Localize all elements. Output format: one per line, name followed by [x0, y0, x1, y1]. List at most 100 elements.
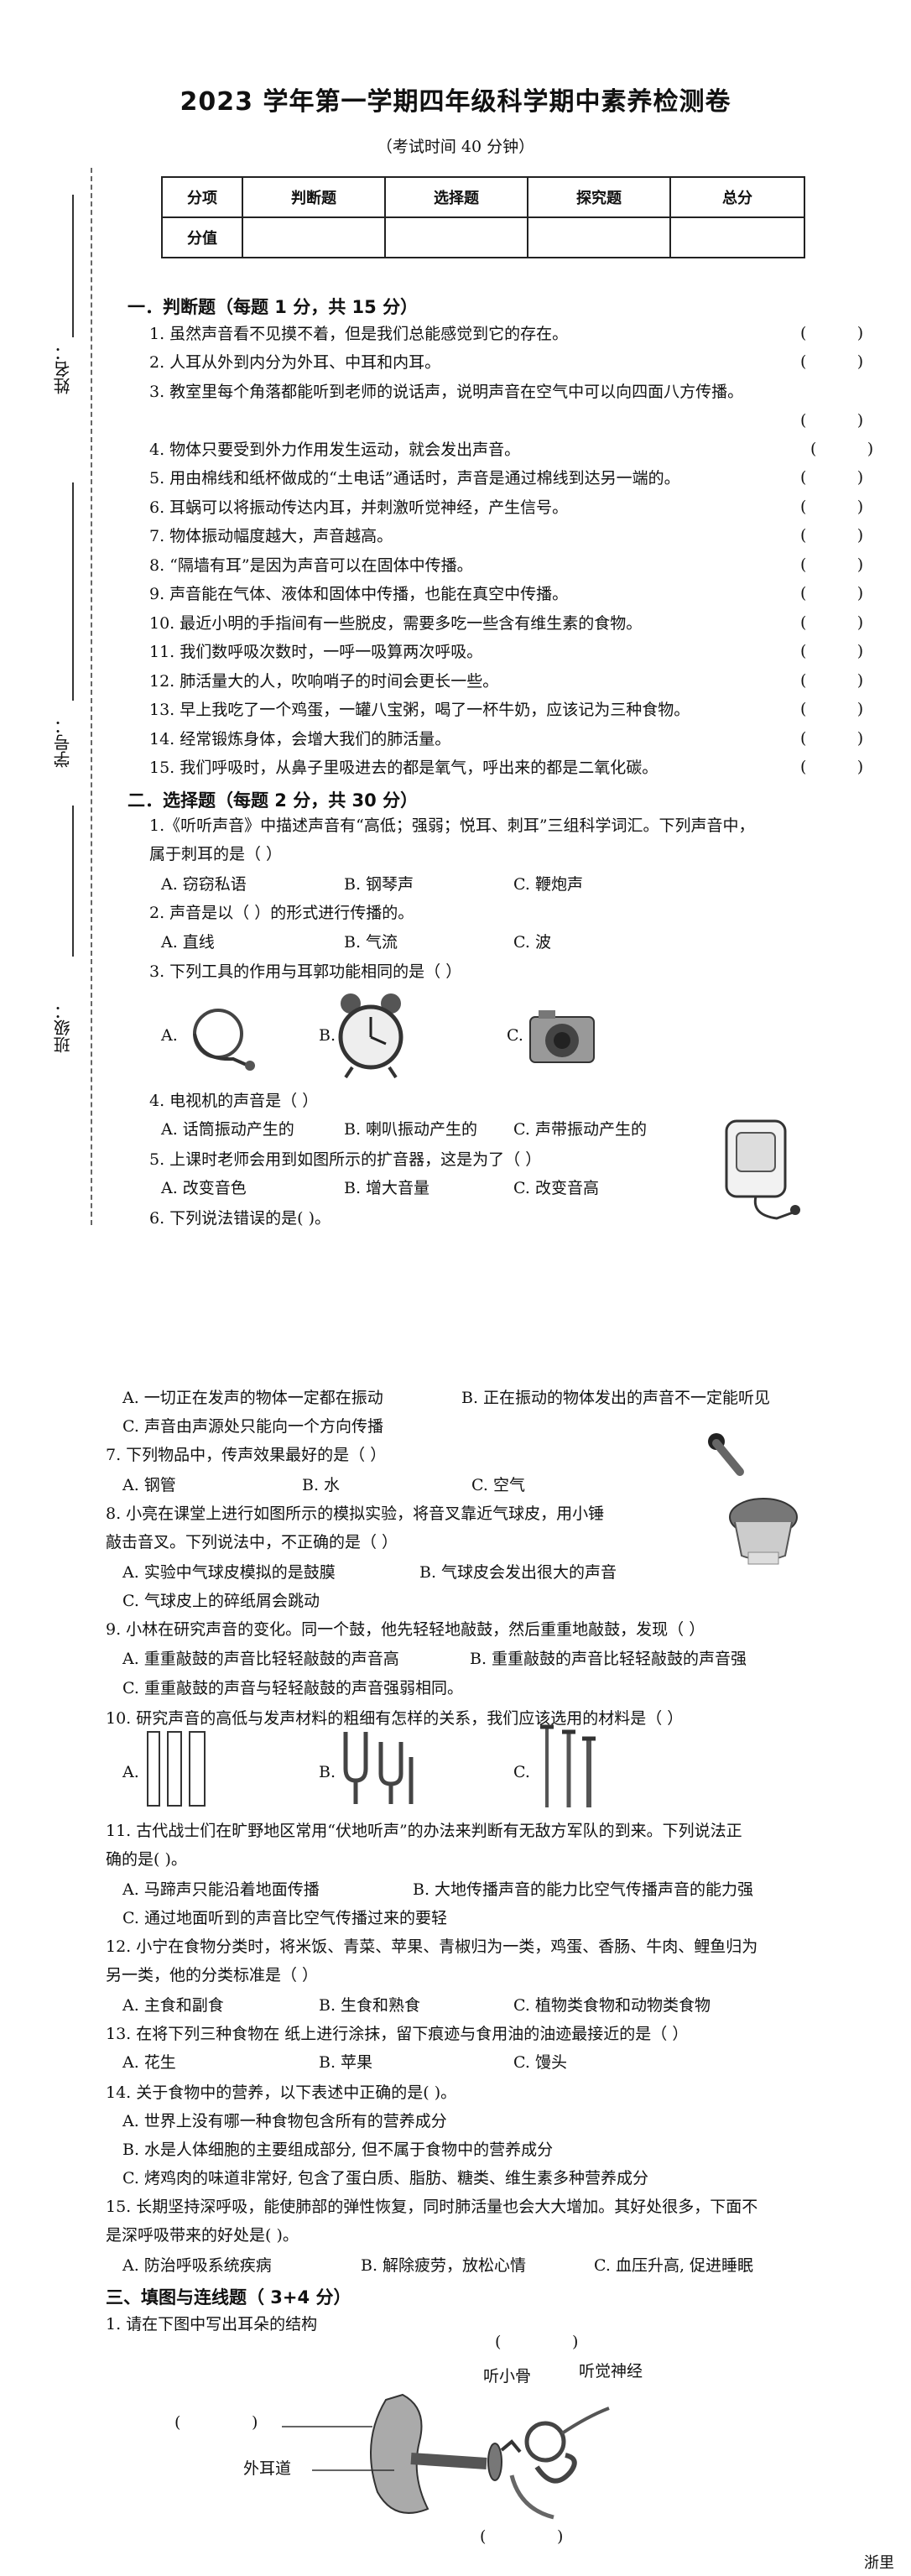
- score-value-cell[interactable]: [527, 216, 671, 258]
- option-c[interactable]: C. 声带振动产生的: [513, 1120, 647, 1139]
- answer-blank[interactable]: ( ): [800, 498, 864, 516]
- ear-label-blank[interactable]: ( ): [495, 2333, 579, 2351]
- option-c[interactable]: C. 血压升高, 促进睡眠: [594, 2256, 754, 2275]
- option-b[interactable]: B. 水是人体细胞的主要组成部分, 但不属于食物中的营养成分: [122, 2141, 554, 2159]
- answer-blank[interactable]: ( ): [800, 729, 864, 748]
- option-b[interactable]: B. 正在振动的物体发出的声音不一定能听见: [461, 1389, 771, 1407]
- option-a[interactable]: A.: [122, 1763, 139, 1781]
- answer-blank[interactable]: ( ): [800, 642, 864, 660]
- question-3: 3. 下列工具的作用与耳郭功能相同的是（ ）: [149, 962, 462, 981]
- name-write-line[interactable]: [72, 195, 74, 337]
- answer-blank[interactable]: ( ): [800, 555, 864, 574]
- answer-blank[interactable]: ( ): [810, 440, 874, 458]
- score-table: 分项 判断题 选择题 探究题 总分 分值: [161, 176, 805, 258]
- option-a[interactable]: A. 世界上没有哪一种食物包含所有的营养成分: [122, 2112, 447, 2130]
- option-a[interactable]: A. 钢管: [122, 1476, 176, 1494]
- option-b[interactable]: B. 水: [302, 1476, 341, 1494]
- question-15: 15. 长期坚持深呼吸，能使肺部的弹性恢复，同时肺活量也会大大增加。其好处很多，…: [106, 2198, 758, 2216]
- student-no-write-line[interactable]: [72, 482, 74, 701]
- student-no-label: 学号：: [53, 717, 73, 768]
- answer-blank[interactable]: ( ): [800, 411, 864, 430]
- name-label: 姓名：: [53, 344, 73, 394]
- option-b[interactable]: B. 大地传播声音的能力比空气传播声音的能力强: [413, 1880, 754, 1899]
- loudspeaker-amplifier-icon: [725, 1119, 800, 1220]
- answer-blank[interactable]: ( ): [800, 324, 864, 342]
- option-b[interactable]: B. 苹果: [319, 2053, 373, 2072]
- option-c[interactable]: C. 改变音高: [513, 1179, 599, 1197]
- balloon-drum-experiment-icon: [729, 1498, 798, 1565]
- option-c[interactable]: C. 重重敲鼓的声音与轻轻敲鼓的声音强弱相同。: [122, 1679, 463, 1697]
- option-b[interactable]: B. 喇叭振动产生的: [344, 1120, 478, 1139]
- option-b[interactable]: B. 钢琴声: [344, 875, 414, 894]
- option-c[interactable]: C. 馒头: [513, 2053, 567, 2072]
- option-a[interactable]: A. 窃窃私语: [161, 875, 247, 894]
- answer-blank[interactable]: ( ): [800, 758, 864, 776]
- ear-label-blank[interactable]: ( ): [480, 2527, 564, 2546]
- judge-item-13: 13. 早上我吃了一个鸡蛋，一罐八宝粥，喝了一杯牛奶，应该记为三种食物。: [149, 701, 690, 719]
- answer-blank[interactable]: ( ): [800, 584, 864, 602]
- section1-heading: 一．判断题（每题 1 分，共 15 分）: [128, 297, 419, 317]
- question-6: 6. 下列说法错误的是( )。: [149, 1209, 331, 1228]
- score-table-header-row: 分项 判断题 选择题 探究题 总分: [161, 176, 805, 218]
- answer-blank[interactable]: ( ): [800, 526, 864, 545]
- answer-blank[interactable]: ( ): [800, 352, 864, 371]
- class-write-line[interactable]: [72, 806, 74, 957]
- question-4: 4. 电视机的声音是（ ）: [149, 1092, 319, 1110]
- option-c[interactable]: C. 通过地面听到的声音比空气传播过来的要轻: [122, 1909, 447, 1927]
- option-a[interactable]: A.: [161, 1026, 178, 1045]
- option-a[interactable]: A. 花生: [122, 2053, 176, 2072]
- question-9: 9. 小林在研究声音的变化。同一个鼓，他先轻轻地敲鼓，然后重重地敲鼓，发现（ ）: [106, 1620, 705, 1639]
- tubes-of-different-width-icon: [147, 1731, 206, 1807]
- option-b[interactable]: B. 解除疲劳，放松心情: [361, 2256, 527, 2275]
- question-8-cont: 敲击音叉。下列说法中，不正确的是（ ）: [106, 1533, 398, 1551]
- option-c[interactable]: C.: [507, 1026, 523, 1045]
- answer-blank[interactable]: ( ): [800, 613, 864, 632]
- option-a[interactable]: A. 改变音色: [161, 1179, 247, 1197]
- score-header-cell: 选择题: [384, 176, 528, 218]
- judge-item-14: 14. 经常锻炼身体，会增大我们的肺活量。: [149, 730, 451, 748]
- option-b[interactable]: B. 生食和熟食: [319, 1996, 421, 2015]
- option-a[interactable]: A. 直线: [161, 933, 215, 952]
- option-a[interactable]: A. 马蹄声只能沿着地面传播: [122, 1880, 320, 1899]
- option-a[interactable]: A. 话筒振动产生的: [161, 1120, 294, 1139]
- steel-pipe-icon: [708, 1433, 744, 1476]
- score-value-cell[interactable]: [242, 216, 386, 258]
- option-c[interactable]: C. 气球皮上的碎纸屑会跳动: [122, 1592, 320, 1610]
- option-c[interactable]: C.: [513, 1763, 530, 1781]
- option-c[interactable]: C. 烤鸡肉的味道非常好, 包含了蛋白质、脂肪、糖类、维生素多种营养成分: [122, 2169, 649, 2188]
- answer-blank[interactable]: ( ): [800, 671, 864, 690]
- question-11-cont: 确的是( )。: [106, 1850, 187, 1869]
- question-8: 8. 小亮在课堂上进行如图所示的模拟实验，将音叉靠近气球皮，用小锤: [106, 1504, 605, 1523]
- option-b[interactable]: B.: [319, 1026, 336, 1045]
- option-a[interactable]: A. 实验中气球皮模拟的是鼓膜: [122, 1563, 336, 1582]
- ear-label-auditory-nerve: 听觉神经: [579, 2362, 643, 2380]
- score-value-cell[interactable]: [669, 216, 805, 258]
- answer-blank[interactable]: ( ): [800, 700, 864, 718]
- option-c[interactable]: C. 声音由声源处只能向一个方向传播: [122, 1417, 383, 1436]
- option-a[interactable]: A. 主食和副食: [122, 1996, 224, 2015]
- judge-item-8: 8. “隔墙有耳”是因为声音可以在固体中传播。: [149, 556, 473, 575]
- ear-label-blank[interactable]: ( ): [174, 2413, 258, 2432]
- option-c[interactable]: C. 鞭炮声: [513, 875, 583, 894]
- option-c[interactable]: C. 空气: [471, 1476, 525, 1494]
- page-title: 2023 学年第一学期四年级科学期中素养检测卷: [180, 87, 731, 117]
- answer-blank[interactable]: ( ): [800, 468, 864, 487]
- option-b[interactable]: B. 重重敲鼓的声音比轻轻敲鼓的声音强: [470, 1650, 747, 1668]
- option-a[interactable]: A. 防治呼吸系统疾病: [122, 2256, 272, 2275]
- option-a[interactable]: A. 重重敲鼓的声音比轻轻敲鼓的声音高: [122, 1650, 399, 1668]
- question-1: 1.《听听声音》中描述声音有“高低；强弱；悦耳、刺耳”三组科学词汇。下列声音中，: [149, 816, 755, 835]
- judge-item-9: 9. 声音能在气体、液体和固体中传播，也能在真空中传播。: [149, 585, 569, 603]
- option-c[interactable]: C. 植物类食物和动物类食物: [513, 1996, 711, 2015]
- option-a[interactable]: A. 一切正在发声的物体一定都在振动: [122, 1389, 383, 1407]
- question-15-cont: 是深呼吸带来的好处是( )。: [106, 2226, 299, 2245]
- option-c[interactable]: C. 波: [513, 933, 551, 952]
- class-label: 班级：: [53, 1003, 73, 1053]
- option-b[interactable]: B. 增大音量: [344, 1179, 430, 1197]
- option-b[interactable]: B. 气球皮会发出很大的声音: [419, 1563, 617, 1582]
- score-header-cell: 分项: [161, 176, 243, 218]
- footer-text: 浙里: [864, 2554, 894, 2572]
- option-b[interactable]: B.: [319, 1763, 336, 1781]
- score-value-cell[interactable]: [384, 216, 528, 258]
- option-b[interactable]: B. 气流: [344, 933, 398, 952]
- judge-item-7: 7. 物体振动幅度越大，声音越高。: [149, 527, 393, 545]
